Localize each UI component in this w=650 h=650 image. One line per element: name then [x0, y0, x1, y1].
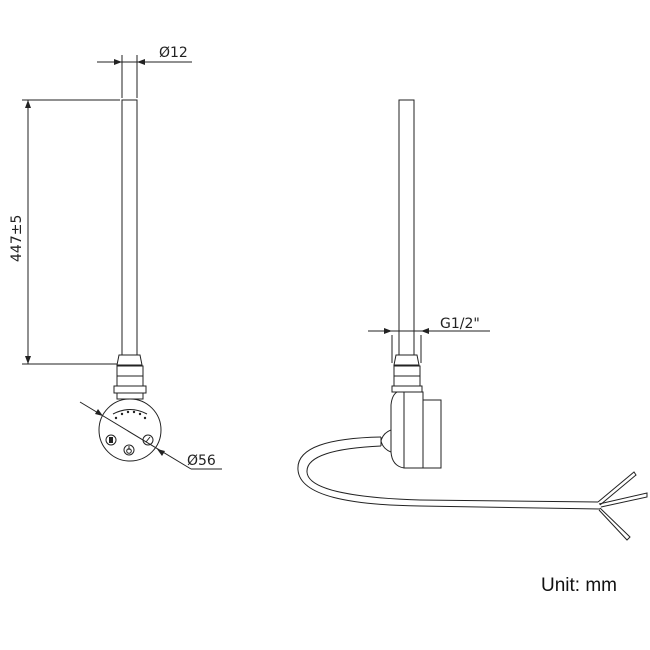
- rod-side: [398, 99, 415, 356]
- mode-button-icon: [105, 434, 117, 446]
- head-diameter-label: Ø56: [187, 453, 216, 469]
- front-view: Ø12 447±5: [9, 45, 222, 470]
- rod-front: [121, 99, 138, 356]
- collar-front: [113, 354, 147, 400]
- side-view: G1/2": [297, 99, 648, 541]
- unit-label: Unit: mm: [541, 575, 617, 596]
- collar-side: [391, 354, 423, 393]
- control-head-front: [98, 398, 162, 462]
- rod-length-label: 447±5: [9, 215, 25, 262]
- power-cable: [297, 436, 648, 541]
- control-box-side: [380, 391, 442, 469]
- rod-diameter-label: Ø12: [159, 45, 188, 61]
- dim-thread: G1/2": [368, 316, 490, 363]
- thread-label: G1/2": [440, 316, 480, 332]
- power-button-icon: [123, 444, 135, 456]
- dim-head-diameter: Ø56: [79, 401, 222, 470]
- dim-rod-diameter: Ø12: [97, 45, 192, 98]
- dim-rod-length: 447±5: [9, 99, 120, 365]
